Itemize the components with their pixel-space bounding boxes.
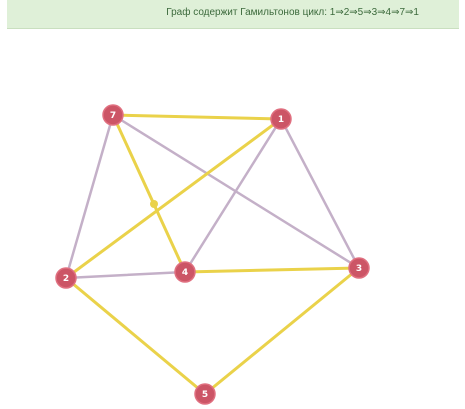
vertex-2[interactable]: 2 [55, 267, 77, 289]
vertex-circle [348, 257, 370, 279]
edge-5-3[interactable] [203, 266, 361, 396]
status-message: Граф содержит Гамильтонов цикл: 1⇒2⇒5⇒3⇒… [166, 7, 419, 18]
edge-7-4[interactable] [111, 113, 187, 274]
vertex-7[interactable]: 7 [102, 104, 124, 126]
vertex-circle [55, 267, 77, 289]
vertex-circle [102, 104, 124, 126]
vertex-label: 3 [356, 264, 362, 274]
vertex-label: 7 [110, 111, 116, 121]
edge-7-2[interactable] [64, 113, 115, 280]
vertex-3[interactable]: 3 [348, 257, 370, 279]
vertex-label: 4 [182, 268, 188, 278]
edge-1-3[interactable] [279, 117, 361, 270]
edge-7-1[interactable] [111, 113, 283, 121]
edge-1-4[interactable] [183, 117, 283, 274]
edge-1-2[interactable] [64, 117, 283, 280]
edges-layer [64, 113, 361, 396]
vertex-label: 5 [202, 390, 208, 400]
edge-handle-dot[interactable] [150, 200, 158, 208]
vertex-circle [174, 261, 196, 283]
vertices-layer: 7 1 2 4 3 5 [55, 104, 370, 405]
vertex-label: 2 [63, 274, 69, 284]
edge-2-4[interactable] [64, 270, 187, 280]
edge-4-3[interactable] [183, 266, 361, 274]
vertex-label: 1 [278, 115, 284, 125]
vertex-circle [270, 108, 292, 130]
status-banner: Граф содержит Гамильтонов цикл: 1⇒2⇒5⇒3⇒… [7, 0, 459, 29]
vertex-circle [194, 383, 216, 405]
edge-2-5[interactable] [64, 276, 207, 396]
vertex-1[interactable]: 1 [270, 108, 292, 130]
vertex-5[interactable]: 5 [194, 383, 216, 405]
vertex-4[interactable]: 4 [174, 261, 196, 283]
